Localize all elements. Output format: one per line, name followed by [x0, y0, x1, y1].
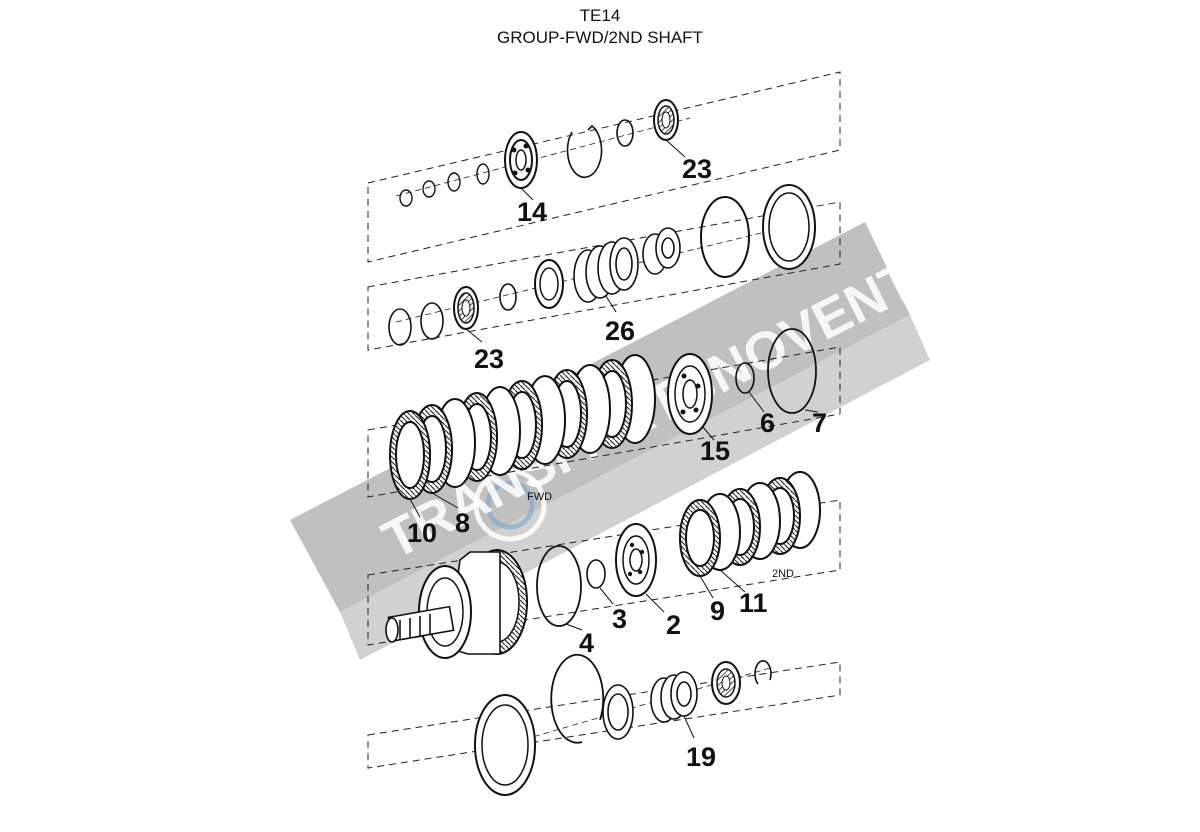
callout-23-top: 23: [682, 154, 712, 184]
output-shaft: [385, 605, 455, 643]
o-ring-6: [735, 362, 755, 394]
clutch-drum: [418, 549, 528, 659]
group-box-row-1: [367, 71, 841, 263]
snap-ring-r1-a: [399, 189, 413, 207]
snap-ring-r1-c: [447, 172, 461, 192]
callout-10: 10: [407, 518, 437, 548]
snap-ring-r5-small: [754, 660, 772, 685]
callout-14: 14: [517, 197, 547, 227]
seal-23-mid: [453, 286, 479, 330]
hub-r2: [642, 227, 681, 275]
thrust-washer-r5: [474, 694, 536, 796]
retaining-ring-r1: [566, 124, 603, 179]
retaining-ring-4: [536, 545, 582, 627]
callout-8: 8: [455, 508, 470, 538]
snap-ring-r2-large: [700, 196, 750, 278]
callout-26: 26: [605, 316, 635, 346]
watermark-logo-icon: [473, 468, 547, 542]
seal-23-top: [653, 99, 679, 141]
callout-2: 2: [666, 610, 681, 640]
callout-19: 19: [686, 742, 716, 772]
callout-7: 7: [812, 408, 827, 438]
snap-ring-r1-b: [422, 180, 436, 198]
sleeve-26: [573, 237, 639, 303]
spring-pack-19: [650, 671, 698, 723]
diagram-title-group: GROUP-FWD/2ND SHAFT: [497, 28, 703, 47]
snap-ring-r1-d: [476, 163, 490, 185]
sleeve-r5: [602, 684, 634, 740]
callout-4: 4: [579, 628, 594, 658]
callout-9: 9: [710, 596, 725, 626]
seal-ring-7: [767, 328, 817, 414]
group-box-row-3: [367, 346, 841, 498]
snap-ring-r2-a: [388, 308, 412, 346]
diagram-title-model: TE14: [579, 6, 621, 25]
label-fwd: FWD: [527, 491, 552, 503]
bearing-14: [504, 131, 538, 189]
snap-ring-r5-large: [550, 653, 605, 744]
piston-2: [615, 523, 657, 597]
callout-15: 15: [700, 436, 730, 466]
snap-ring-r2-b: [420, 302, 444, 340]
piston-r2: [762, 184, 816, 270]
clutch-pack-2nd: [679, 471, 821, 577]
callout-6: 6: [760, 408, 775, 438]
seal-r5: [711, 661, 741, 705]
callout-23-mid: 23: [474, 344, 504, 374]
washer-r2: [499, 283, 517, 311]
clutch-pack-fwd: [389, 354, 656, 500]
washer-r1: [616, 119, 634, 147]
bearing-r2: [534, 259, 564, 309]
group-box-row-2: [367, 201, 841, 351]
label-2nd: 2ND: [772, 568, 794, 580]
callout-11: 11: [739, 588, 768, 618]
piston-15: [667, 353, 713, 435]
callout-3: 3: [612, 604, 627, 634]
o-ring-3: [586, 559, 606, 589]
